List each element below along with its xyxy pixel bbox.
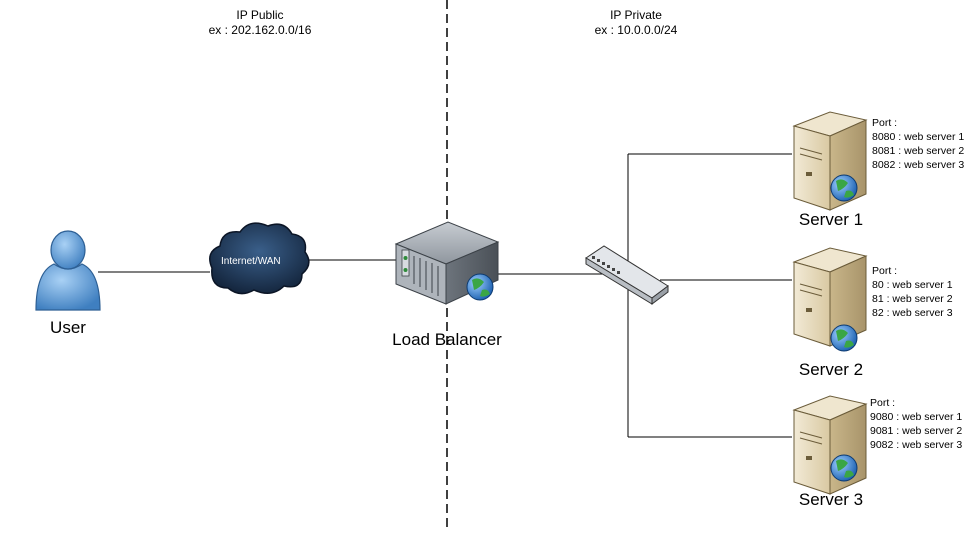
user-icon bbox=[35, 230, 101, 311]
server1-port-line: 8082 : web server 3 bbox=[872, 159, 965, 171]
server2-ports-title: Port : bbox=[872, 265, 898, 277]
public-zone-range: ex : 202.162.0.0/16 bbox=[208, 23, 312, 37]
server2-label: Server 2 bbox=[798, 360, 864, 379]
server3-ports-title: Port : bbox=[870, 397, 896, 409]
server3-label: Server 3 bbox=[798, 490, 864, 509]
server1-label: Server 1 bbox=[798, 210, 864, 229]
server1-port-line: 8081 : web server 2 bbox=[872, 145, 965, 157]
public-zone-label: IP Public ex : 202.162.0.0/16 bbox=[150, 8, 370, 38]
private-zone-range: ex : 10.0.0.0/24 bbox=[594, 23, 678, 37]
cloud-label: Internet/WAN bbox=[221, 256, 281, 267]
public-zone-title: IP Public bbox=[236, 8, 284, 22]
user-label: User bbox=[50, 318, 86, 337]
server2-port-line: 80 : web server 1 bbox=[872, 279, 953, 291]
load-balancer-icon bbox=[394, 221, 500, 305]
private-zone-label: IP Private ex : 10.0.0.0/24 bbox=[526, 8, 746, 38]
server3-ports: Port : 9080 : web server 1 9081 : web se… bbox=[870, 396, 962, 452]
server-icon-2 bbox=[792, 247, 868, 352]
load-balancer-label: Load Balancer bbox=[392, 330, 502, 349]
server3-port-line: 9081 : web server 2 bbox=[870, 425, 963, 437]
server1-ports-title: Port : bbox=[872, 117, 898, 129]
cloud-icon bbox=[209, 222, 310, 295]
server2-port-line: 82 : web server 3 bbox=[872, 307, 953, 319]
globe-icon bbox=[466, 273, 494, 301]
switch-icon bbox=[585, 245, 669, 305]
server3-port-line: 9082 : web server 3 bbox=[870, 439, 963, 451]
server1-ports: Port : 8080 : web server 1 8081 : web se… bbox=[872, 116, 964, 172]
private-zone-title: IP Private bbox=[610, 8, 662, 22]
server2-port-line: 81 : web server 2 bbox=[872, 293, 953, 305]
server-icon-1 bbox=[792, 111, 868, 211]
server3-port-line: 9080 : web server 1 bbox=[870, 411, 963, 423]
server1-port-line: 8080 : web server 1 bbox=[872, 131, 965, 143]
server2-ports: Port : 80 : web server 1 81 : web server… bbox=[872, 264, 953, 320]
server-icon-3 bbox=[792, 395, 868, 495]
